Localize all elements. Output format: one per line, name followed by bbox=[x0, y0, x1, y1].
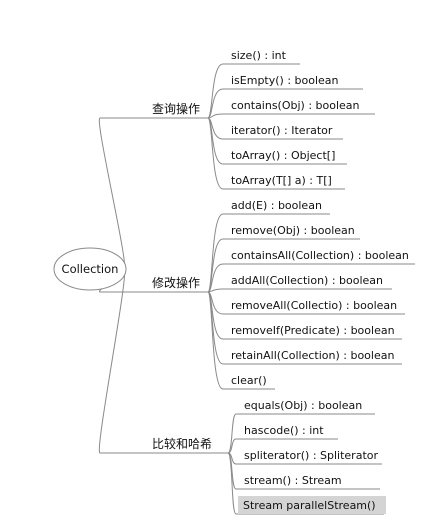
item-connector bbox=[207, 238, 224, 293]
method-size-int: size() : int bbox=[231, 49, 287, 62]
item-connector bbox=[207, 263, 224, 293]
branch-1-connector bbox=[98, 117, 126, 270]
item-connector bbox=[207, 213, 224, 293]
method-retainall-collection-boolean: retainAll(Collection) : boolean bbox=[231, 349, 394, 362]
method-stream-stream: stream() : Stream bbox=[244, 474, 342, 487]
method-addall-collection-boolean: addAll(Collection) : boolean bbox=[231, 274, 383, 287]
method-contains-obj-boolean: contains(Obj) : boolean bbox=[231, 99, 360, 112]
branch-3-label: 比较和哈希 bbox=[152, 436, 212, 451]
method-hascode-int: hascode() : int bbox=[244, 424, 324, 437]
method-remove-obj-boolean: remove(Obj) : boolean bbox=[231, 224, 355, 237]
item-connector bbox=[207, 291, 224, 390]
branch-3-connector bbox=[98, 268, 126, 454]
method-isempty-boolean: isEmpty() : boolean bbox=[231, 74, 339, 87]
item-connector bbox=[207, 88, 224, 119]
item-connector bbox=[207, 113, 224, 119]
item-connector bbox=[227, 413, 237, 454]
method-toarray-object: toArray() : Object[] bbox=[231, 149, 335, 162]
method-removeif-predicate-boolean: removeIf(Predicate) : boolean bbox=[231, 324, 395, 337]
method-equals-obj-boolean: equals(Obj) : boolean bbox=[244, 399, 362, 412]
branch-2-label: 修改操作 bbox=[152, 275, 200, 290]
method-removeall-collectio-boolean: removeAll(Collectio) : boolean bbox=[231, 299, 397, 312]
method-add-e-boolean: add(E) : boolean bbox=[231, 199, 322, 212]
item-connector bbox=[207, 288, 224, 293]
root-node-label: Collection bbox=[62, 262, 119, 276]
method-stream-parallelstream: Stream parallelStream() bbox=[243, 499, 376, 512]
method-clear: clear() bbox=[231, 374, 267, 387]
branch-1-label: 查询操作 bbox=[152, 101, 200, 116]
item-connector bbox=[227, 438, 237, 454]
item-connector bbox=[207, 117, 224, 190]
item-connector bbox=[227, 452, 237, 515]
nodes: Collection 查询操作 size() : int isEmpty() : bo… bbox=[53, 49, 409, 514]
connectors bbox=[98, 63, 415, 515]
selected-item-highlight bbox=[238, 496, 386, 514]
method-spliterator-spliterator: spliterator() : Spliterator bbox=[244, 449, 378, 462]
item-connector bbox=[207, 63, 224, 119]
root-node-shape bbox=[53, 247, 127, 291]
method-toarray-t-a-t: toArray(T[] a) : T[] bbox=[231, 174, 332, 187]
method-containsall-collection-boolean: containsAll(Collection) : boolean bbox=[231, 249, 409, 262]
method-iterator-iterator: iterator() : Iterator bbox=[231, 124, 333, 137]
